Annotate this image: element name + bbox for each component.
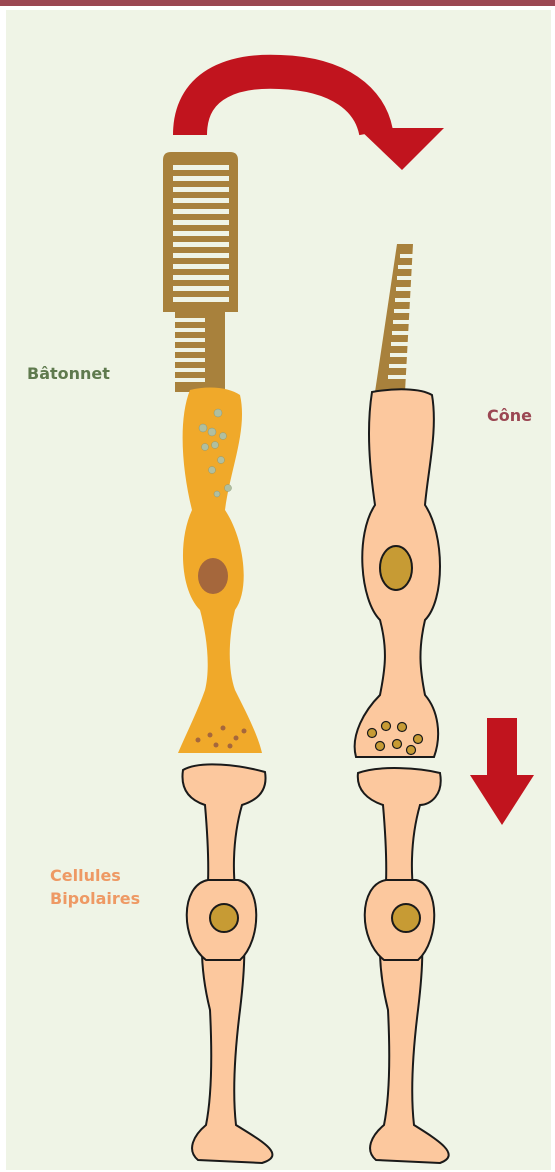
bipolar-label-line1: Cellules (50, 865, 121, 887)
bipolar-label-line2: Bipolaires (50, 888, 140, 910)
cone-label: Cône (487, 405, 532, 427)
bipolar-cell-right (358, 768, 449, 1163)
down-arrow (470, 718, 534, 825)
rod-label: Bâtonnet (27, 363, 110, 385)
rod-outer-segment (163, 152, 238, 392)
rod-cell-body (178, 388, 262, 753)
cone-cell-body (355, 389, 440, 757)
bipolar-cell-left (182, 764, 272, 1163)
cone-outer-segment (375, 244, 416, 392)
